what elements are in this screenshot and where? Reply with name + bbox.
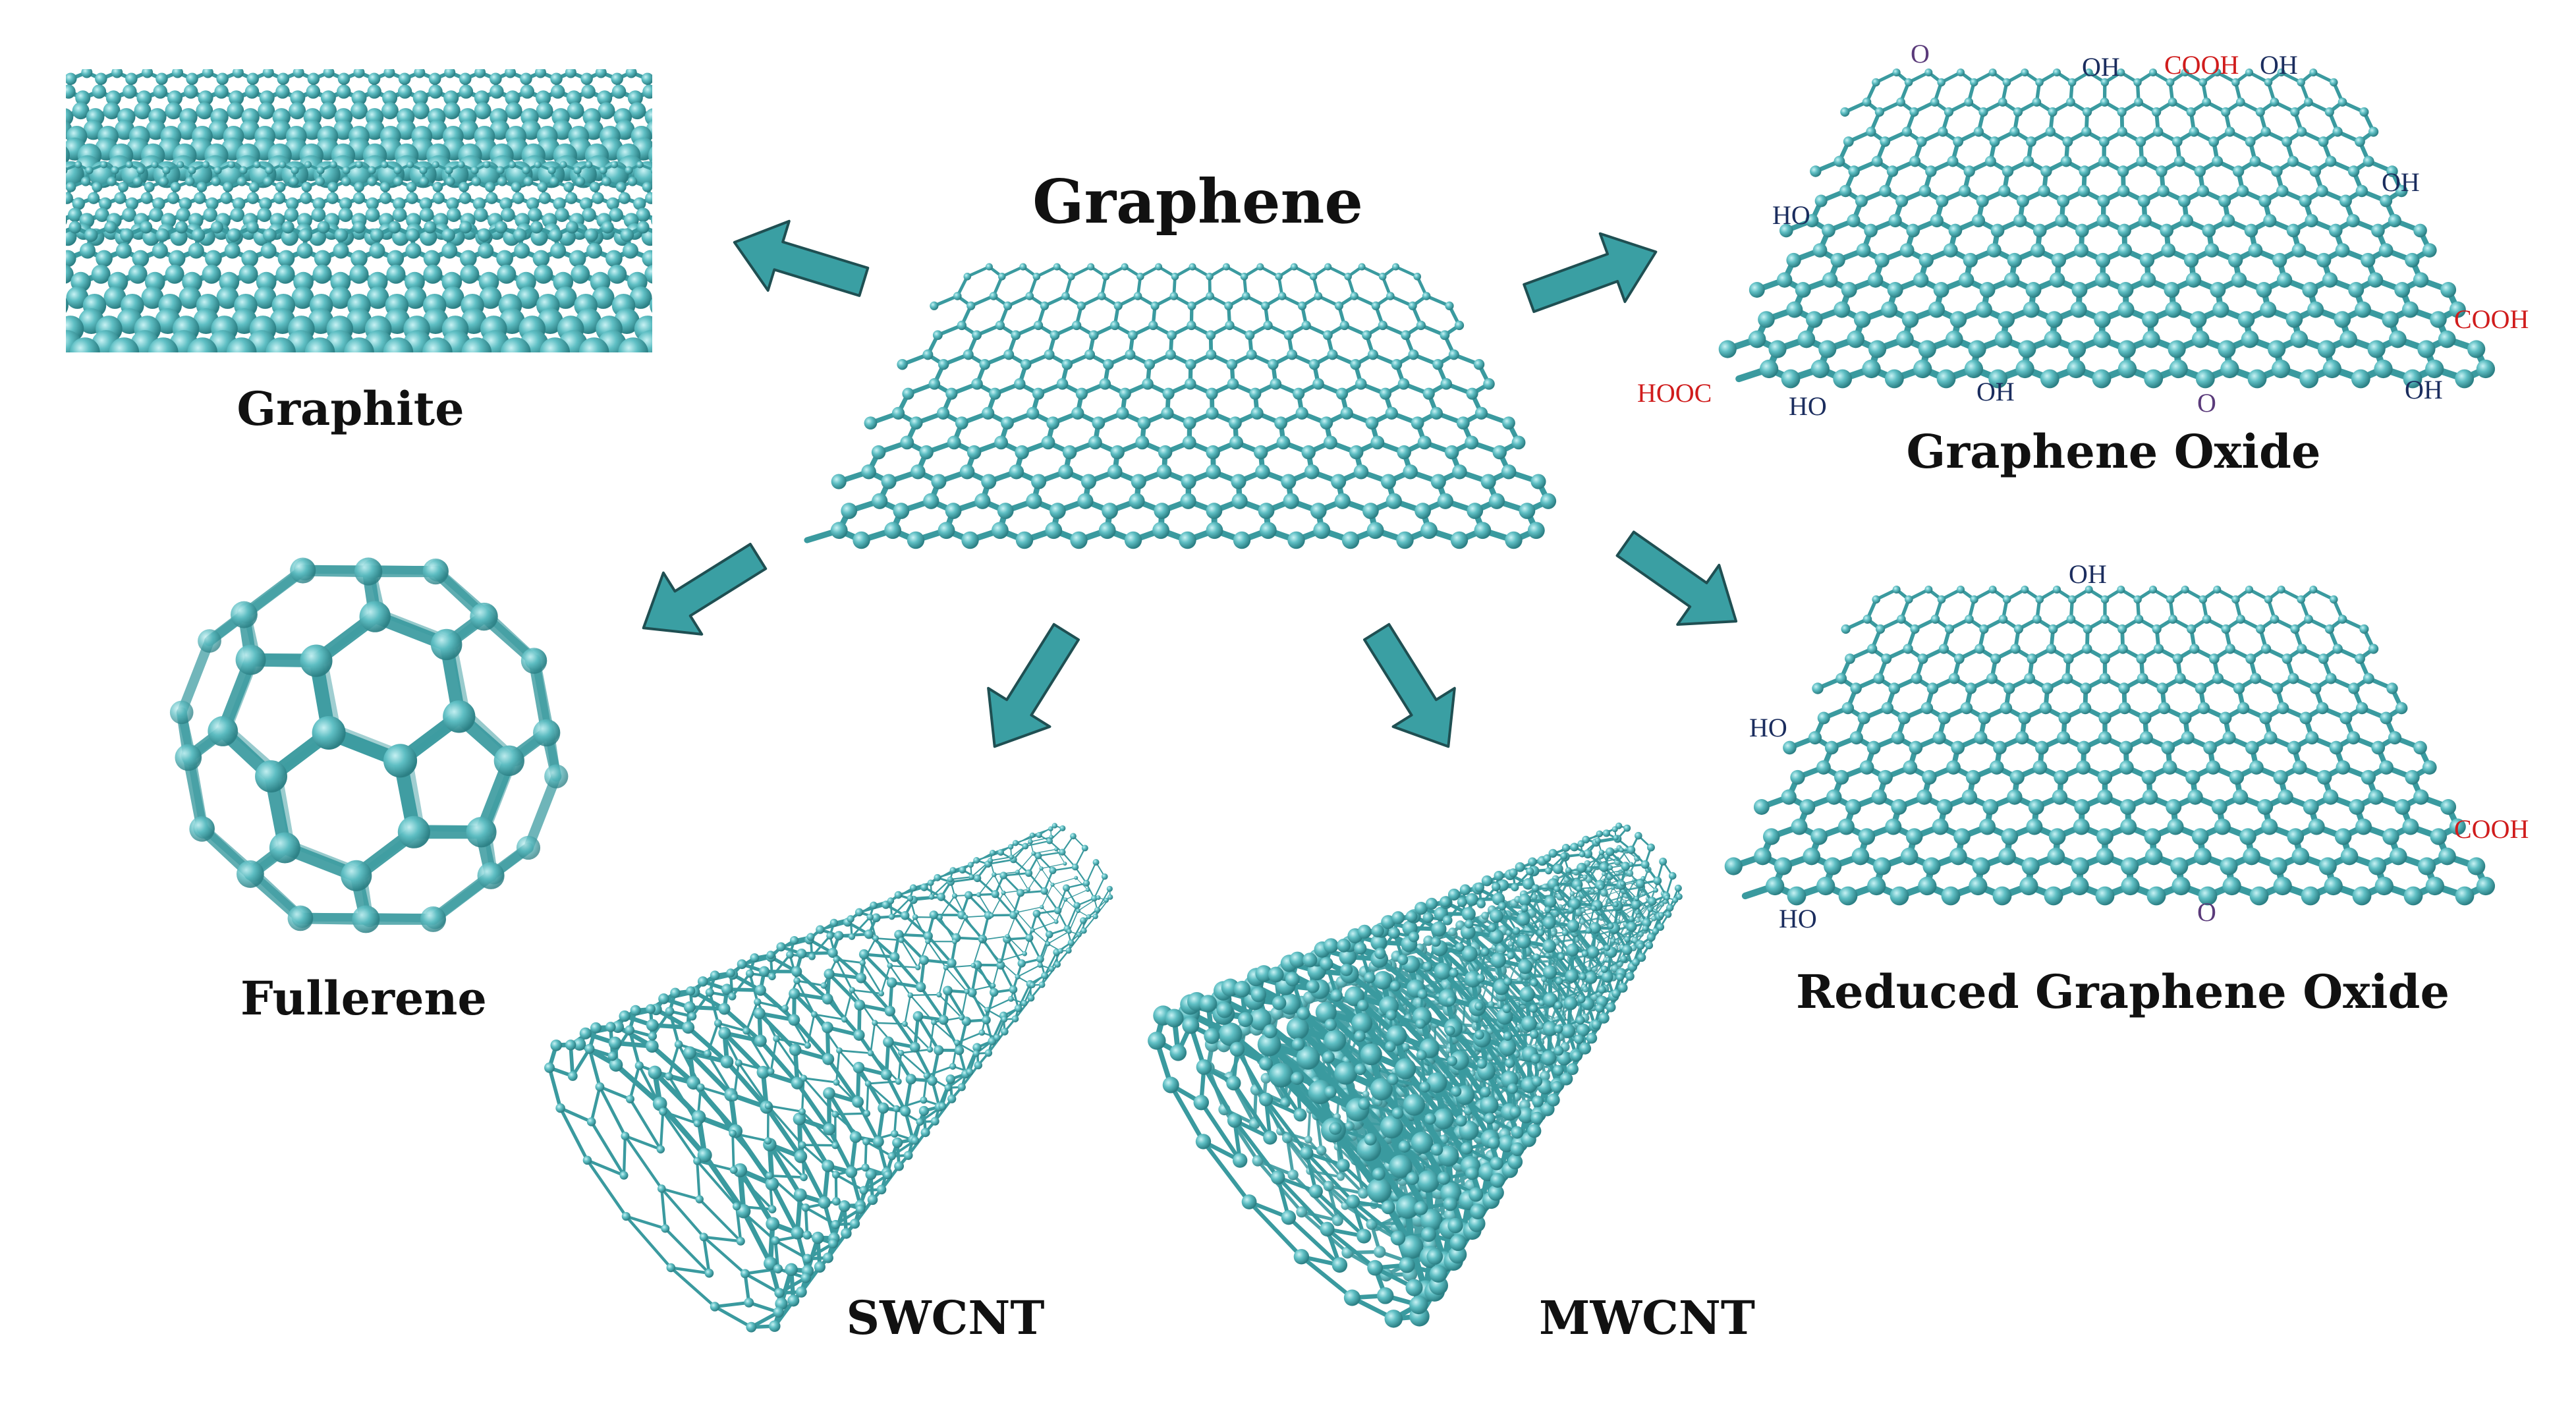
- block-arrow-icon: [964, 613, 1097, 765]
- graphene-sheet: [807, 263, 1556, 549]
- graphene-label: Graphene: [1032, 166, 1363, 237]
- carboxyl-group: COOH: [2454, 814, 2529, 844]
- epoxide-group: O: [2197, 897, 2216, 927]
- graphene-oxide-label: Graphene Oxide: [1907, 424, 2321, 479]
- hydroxyl-group: HO: [1772, 200, 1810, 230]
- block-arrow-icon: [1517, 218, 1668, 332]
- hydroxyl-group: OH: [2405, 375, 2443, 404]
- hydroxyl-group: OH: [2382, 167, 2420, 197]
- hydroxyl-group: HO: [1789, 391, 1827, 421]
- hydroxyl-group: OH: [2082, 52, 2120, 82]
- carboxyl-group: COOH: [2164, 50, 2239, 80]
- graphene-oxide-sheet: [1719, 69, 2495, 388]
- block-arrow-icon: [625, 526, 777, 659]
- swcnt-nanotube: [544, 823, 1113, 1332]
- epoxide-group: O: [2197, 388, 2216, 418]
- hydroxyl-group: HO: [1779, 904, 1817, 933]
- epoxide-group: O: [1911, 39, 1930, 69]
- hydroxyl-group: OH: [1976, 377, 2015, 406]
- mwcnt-nanotube: [1148, 823, 1683, 1328]
- block-arrow-icon: [1346, 613, 1479, 765]
- hydroxyl-group: OH: [2260, 50, 2298, 80]
- fullerene-molecule: [170, 557, 569, 933]
- swcnt-label: SWCNT: [847, 1290, 1045, 1345]
- reduced-graphene-oxide-label: Reduced Graphene Oxide: [1796, 964, 2450, 1019]
- carboxyl-group: COOH: [2454, 304, 2529, 334]
- hydroxyl-group: HO: [1749, 713, 1787, 742]
- reduced-graphene-oxide-sheet: [1725, 586, 2495, 905]
- graphite-structure: [3, 67, 716, 368]
- graphite-label: Graphite: [237, 381, 464, 436]
- fullerene-label: Fullerene: [240, 971, 487, 1026]
- carboxyl-group: HOOC: [1637, 378, 1712, 408]
- hydroxyl-group: OH: [2069, 559, 2107, 589]
- mwcnt-label: MWCNT: [1539, 1290, 1755, 1345]
- block-arrow-icon: [724, 208, 874, 316]
- block-arrow-icon: [1605, 514, 1757, 651]
